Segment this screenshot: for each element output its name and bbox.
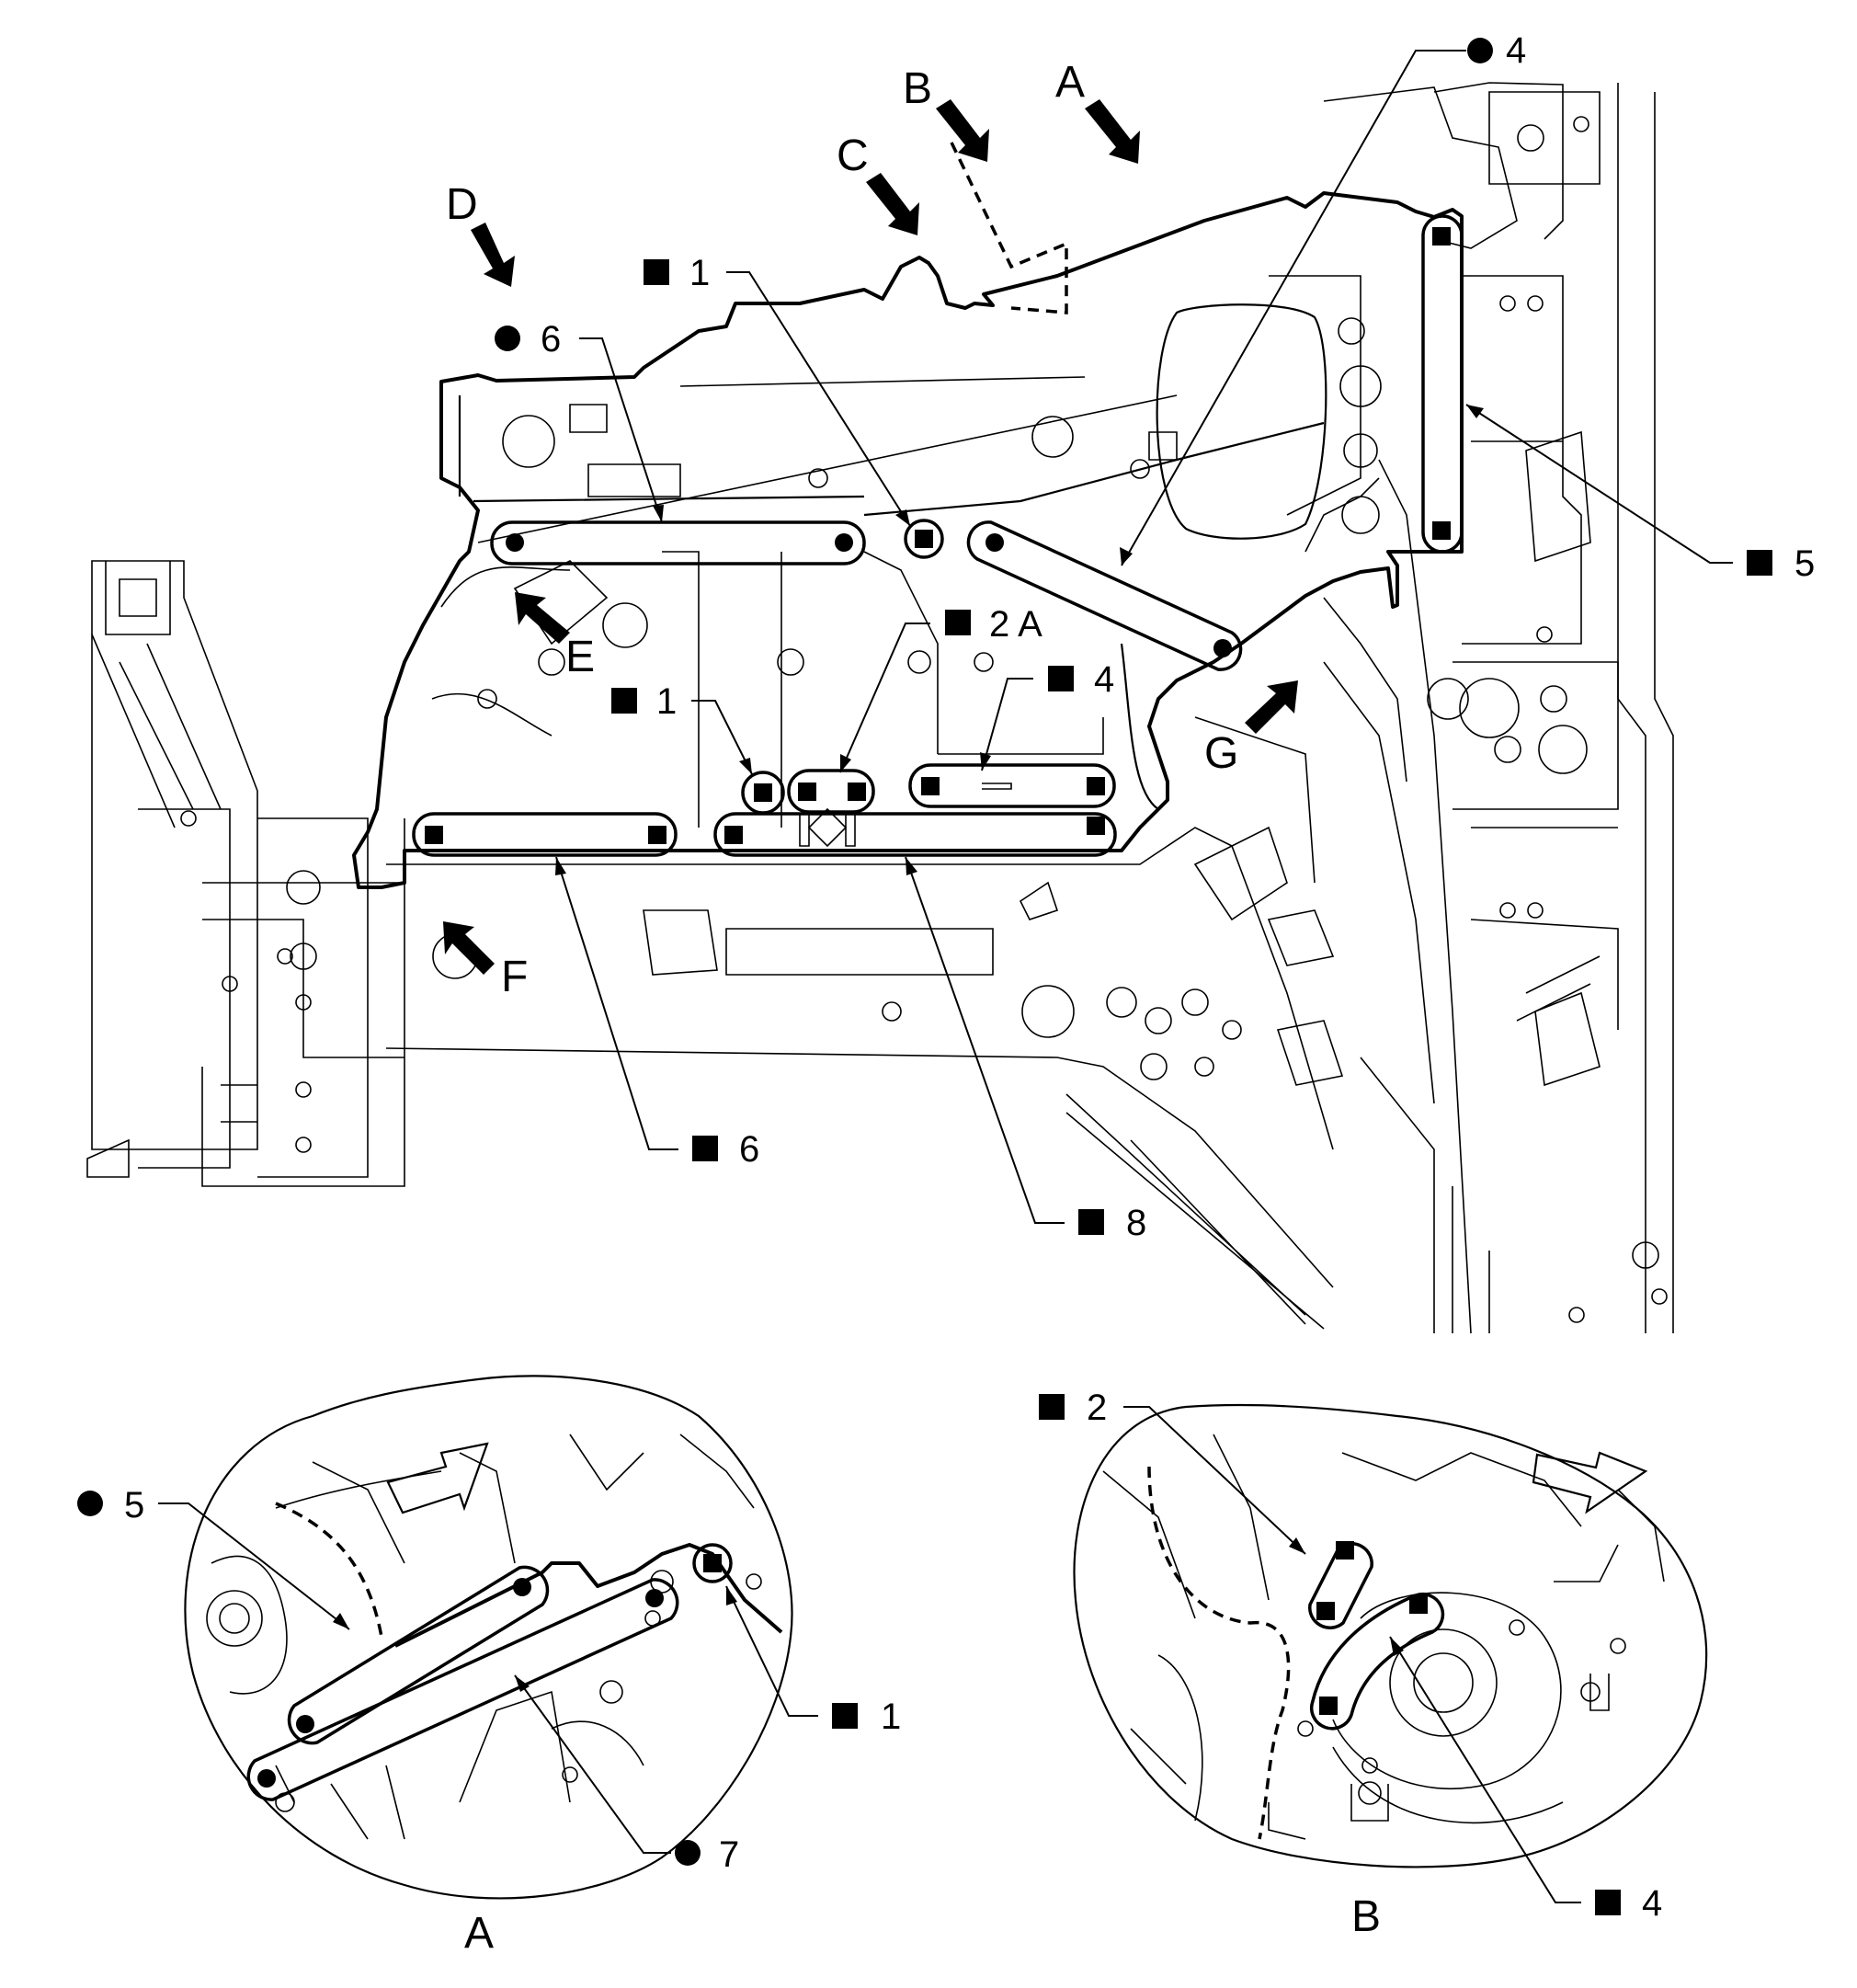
arrow-g-icon	[1245, 680, 1298, 734]
detail-b-caption: B	[1351, 1892, 1381, 1941]
detail-b	[1073, 1403, 1708, 1868]
detail-a-caption: A	[464, 1909, 494, 1958]
callout-sq4a-text: 4	[1094, 659, 1114, 700]
callout-sq2a-text: 2 A	[989, 604, 1042, 645]
square-weld-symbol-icon	[1039, 1394, 1065, 1420]
arrow-b-icon	[936, 99, 989, 162]
direction-arrows	[443, 99, 1298, 975]
square-weld-symbol-icon	[611, 688, 637, 714]
callout-sq8-text: 8	[1126, 1203, 1146, 1243]
circle-weld-symbol-icon	[1467, 38, 1493, 63]
square-weld-symbol-icon	[1078, 1209, 1104, 1235]
arrow-e-icon	[515, 592, 570, 644]
detail-a	[184, 1375, 793, 1900]
dashed-tab-b	[950, 142, 1068, 314]
callout-sq1b-text: 1	[656, 681, 677, 722]
arrow-d-icon	[471, 223, 515, 287]
detail-b-boundary	[1073, 1403, 1708, 1868]
callout-sq1c-text: 1	[881, 1697, 901, 1737]
square-weld-symbol-icon	[1595, 1890, 1621, 1915]
square-weld-symbol-icon	[1048, 666, 1074, 691]
panel-inner-line	[458, 395, 1325, 517]
callouts-detail-b: 2 4	[1039, 1388, 1662, 1924]
arrow-label-f: F	[501, 953, 528, 1001]
square-weld-symbol-icon	[692, 1136, 718, 1161]
callout-dot5-text: 5	[124, 1485, 144, 1525]
weld-groups-main	[412, 214, 1464, 857]
square-weld-symbol-icon	[644, 259, 669, 285]
circle-weld-symbol-icon	[495, 326, 520, 351]
panel-divider-line	[1120, 643, 1159, 810]
circle-weld-symbol-icon	[675, 1840, 701, 1866]
square-weld-symbol-icon	[945, 610, 971, 635]
callout-sq4b-text: 4	[1642, 1883, 1662, 1924]
arrow-label-g: G	[1204, 729, 1238, 778]
arrow-label-d: D	[446, 180, 478, 229]
callouts-detail-a: 5 1 7	[77, 1485, 901, 1875]
main-view	[86, 82, 1674, 1334]
callouts-main: 4 1 6 5 2 A 1 4 6	[495, 30, 1815, 1243]
arrow-label-b: B	[903, 64, 932, 113]
arrow-c-icon	[866, 173, 919, 235]
callout-sq2b-text: 2	[1087, 1388, 1107, 1428]
arrow-label-c: C	[837, 131, 869, 180]
replacement-panel-outline	[352, 191, 1464, 889]
square-weld-symbol-icon	[1747, 550, 1772, 576]
circle-weld-symbol-icon	[77, 1491, 103, 1516]
callout-sq5-text: 5	[1794, 543, 1815, 584]
callout-dot4-text: 4	[1506, 30, 1526, 71]
front-direction-arrow-icon	[1532, 1451, 1648, 1514]
arrow-a-icon	[1085, 99, 1140, 164]
arrow-label-a: A	[1055, 58, 1085, 107]
panel-window-opening	[1156, 303, 1327, 540]
front-direction-arrow-icon	[386, 1442, 489, 1514]
callout-dot7-text: 7	[719, 1834, 739, 1875]
callout-dot6-text: 6	[541, 319, 561, 360]
callout-sq1a-text: 1	[689, 253, 710, 293]
detail-a-boundary	[184, 1375, 793, 1900]
callout-sq6-text: 6	[739, 1129, 759, 1170]
arrow-label-e: E	[565, 633, 595, 681]
square-weld-symbol-icon	[832, 1703, 858, 1729]
arrow-f-icon	[443, 921, 495, 975]
